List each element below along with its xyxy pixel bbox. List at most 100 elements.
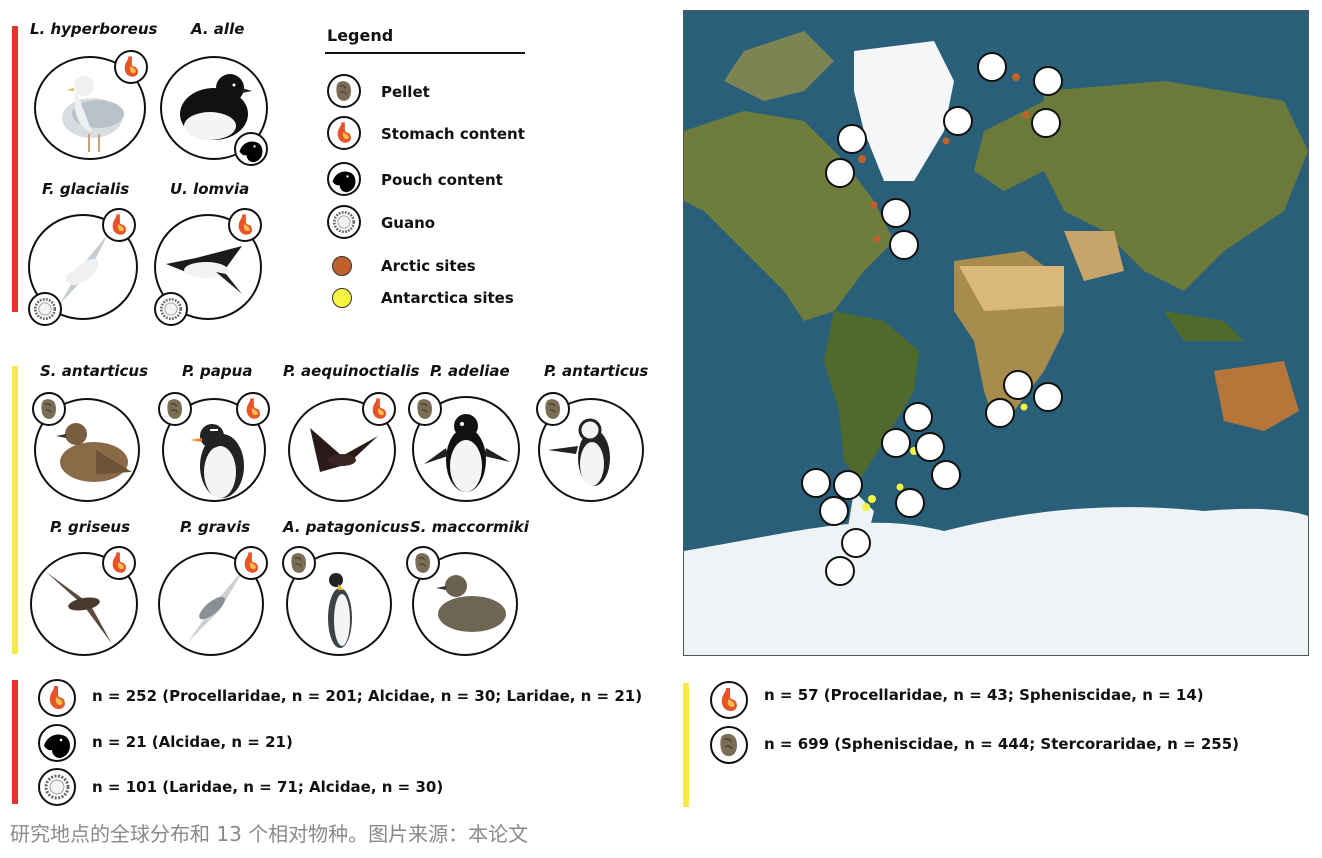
guano-icon <box>154 292 188 326</box>
map-marker <box>977 52 1007 82</box>
species-label: L. hyperboreus <box>30 20 158 38</box>
species-circle-s-antarticus <box>34 398 140 502</box>
pouch-icon <box>38 724 76 762</box>
pellet-icon <box>32 392 66 426</box>
species-circle-s-maccormiki <box>412 552 518 656</box>
map-marker <box>895 488 925 518</box>
antarctic-counts-bar <box>683 683 689 807</box>
antarctic-count-stomach: n = 57 (Procellaridae, n = 43; Sphenisci… <box>764 686 1204 704</box>
stomach-icon <box>234 546 268 580</box>
legend-label-arctic: Arctic sites <box>381 257 476 275</box>
map-marker <box>931 460 961 490</box>
map-marker <box>837 124 867 154</box>
legend-divider <box>325 52 525 54</box>
stomach-icon <box>102 208 136 242</box>
species-label: U. lomvia <box>170 180 250 198</box>
asia-shape <box>1044 81 1308 291</box>
legend-label-pellet: Pellet <box>381 83 430 101</box>
arctic-site-dot <box>858 155 866 163</box>
map-marker <box>881 428 911 458</box>
gentoo-penguin-illustration <box>190 424 244 498</box>
species-label: S. maccormiki <box>410 518 529 536</box>
arctic-site-dot <box>1012 73 1020 81</box>
sooty-shearwater-illustration <box>46 572 112 644</box>
guano-icon <box>327 205 361 239</box>
figure-caption: 研究地点的全球分布和 13 个相对物种。图片来源：本论文 <box>10 822 529 846</box>
stomach-icon <box>114 50 148 84</box>
king-penguin-illustration <box>328 573 352 648</box>
map-marker <box>1033 66 1063 96</box>
pellet-icon <box>408 392 442 426</box>
map-marker <box>903 402 933 432</box>
map-marker <box>833 470 863 500</box>
species-label: P. papua <box>182 362 253 380</box>
guano-icon <box>28 292 62 326</box>
map-marker <box>985 398 1015 428</box>
pouch-icon <box>327 162 361 196</box>
map-marker <box>801 468 831 498</box>
skua-illustration <box>56 423 132 482</box>
adelie-penguin-illustration <box>424 414 510 492</box>
map-marker <box>1003 370 1033 400</box>
map-marker <box>1033 382 1063 412</box>
legend-label-pouch: Pouch content <box>381 171 503 189</box>
stomach-icon <box>710 681 748 719</box>
species-label: F. glacialis <box>42 180 130 198</box>
pellet-icon <box>282 546 316 580</box>
chinstrap-penguin-illustration <box>548 418 610 486</box>
map-marker <box>943 106 973 136</box>
arctic-site-dot <box>870 201 878 209</box>
map-marker <box>915 432 945 462</box>
guano-icon <box>38 768 76 806</box>
world-map <box>683 10 1309 656</box>
arctic-site-dot <box>942 137 950 145</box>
little-auk-illustration <box>180 74 252 140</box>
stomach-icon <box>327 116 361 150</box>
pouch-icon <box>234 132 268 166</box>
map-marker <box>819 496 849 526</box>
species-label: A. alle <box>191 20 245 38</box>
world-map-svg <box>684 11 1308 655</box>
map-bird-markers <box>801 52 1063 586</box>
stomach-icon <box>362 392 396 426</box>
stomach-icon <box>236 392 270 426</box>
species-label: P. griseus <box>50 518 131 536</box>
arctic-counts-bar <box>12 680 18 804</box>
antarctic-dot-icon <box>332 288 352 308</box>
map-marker <box>825 556 855 586</box>
antarctic-count-pellet: n = 699 (Spheniscidae, n = 444; Stercora… <box>764 735 1240 753</box>
australia-shape <box>1214 361 1299 431</box>
indonesia-shape <box>1164 311 1244 341</box>
petrel-illustration <box>310 428 378 472</box>
arctic-site-dot <box>873 235 881 243</box>
arctic-sites <box>858 73 1030 243</box>
antarctic-bar <box>12 366 18 654</box>
map-marker <box>825 158 855 188</box>
great-shearwater-illustration <box>188 566 246 642</box>
legend-label-antarctic: Antarctica sites <box>381 289 514 307</box>
pellet-icon <box>406 546 440 580</box>
sahara-shape <box>959 266 1064 311</box>
species-label: P. aequinoctialis <box>283 362 420 380</box>
pellet-icon <box>536 392 570 426</box>
map-marker <box>889 230 919 260</box>
arctic-bar <box>12 26 18 312</box>
species-label: S. antarticus <box>40 362 149 380</box>
gull-illustration <box>62 76 124 152</box>
species-label: P. adeliae <box>430 362 510 380</box>
species-label: A. patagonicus <box>283 518 410 536</box>
south-polar-skua-illustration <box>436 575 506 632</box>
arctic-site-dot <box>1022 111 1030 119</box>
species-label: P. gravis <box>180 518 251 536</box>
fulmar-illustration <box>60 234 108 304</box>
antarctic-site-dot <box>862 503 870 511</box>
arctic-count-stomach: n = 252 (Procellaridae, n = 201; Alcidae… <box>92 687 643 705</box>
stomach-icon <box>102 546 136 580</box>
canada-arctic-islands-shape <box>724 31 834 101</box>
pellet-icon <box>710 726 748 764</box>
legend-label-guano: Guano <box>381 214 436 232</box>
south-america-shape <box>824 311 919 481</box>
pellet-icon <box>158 392 192 426</box>
species-circle-p-adeliae <box>412 396 520 502</box>
stomach-icon <box>38 679 76 717</box>
